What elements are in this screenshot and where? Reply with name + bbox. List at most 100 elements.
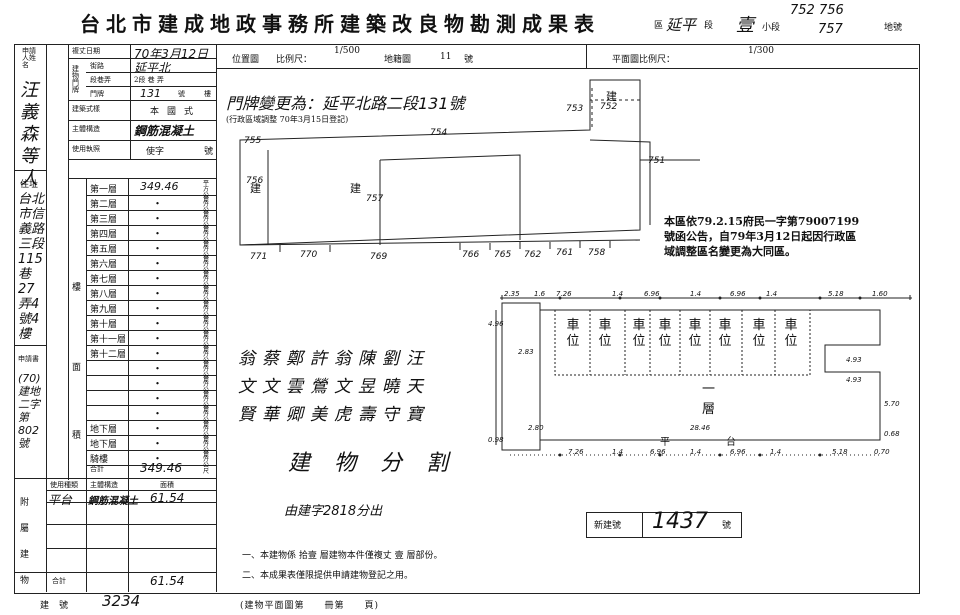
floor-row-line [86, 450, 216, 451]
floor-row-line [86, 210, 216, 211]
floor-row-line [86, 255, 216, 256]
plan-ref: (建物平面圖第 冊第 頁) [240, 601, 380, 611]
floor-row-line [86, 300, 216, 301]
plan-dimension: 6.96 [730, 448, 746, 456]
floor-row-line [86, 330, 216, 331]
plan-dimension: 5.18 [832, 448, 848, 456]
floor-area-unit: 平方公尺 [203, 345, 210, 370]
floor-area-unit: 平方公尺 [203, 375, 210, 400]
floor-area-unit: 平方公尺 [203, 210, 210, 235]
new-building-unit: 號 [722, 521, 732, 531]
floor-area-unit: 平方公尺 [203, 420, 210, 445]
building-mark: 建 [350, 182, 361, 195]
plan-dimension: 5.70 [884, 400, 900, 408]
structure-label: 主體構造 [72, 125, 100, 133]
parking-space-label: 車位 [598, 318, 612, 349]
plan-dimension: 1.4 [612, 448, 624, 456]
section-value: 壹 [736, 15, 754, 36]
plan-dimension: 1.4 [690, 448, 702, 456]
floor-area-unit: 平方公尺 [203, 300, 210, 325]
floor-plan-label: 一層 [702, 382, 716, 417]
floor-area-unit: 平方公尺 [203, 225, 210, 250]
floor-label: 第二層 [90, 200, 118, 210]
floor-label: 第六層 [90, 260, 118, 270]
use-label: 使用執照 [72, 145, 100, 153]
admin-adjust-note: (行政區域調整 70年3月15日登記) [226, 115, 349, 124]
floor-area-value: ・ [152, 362, 163, 375]
parking-space-label: 車位 [632, 318, 646, 349]
plan-dimension: 1.4 [766, 290, 778, 298]
floor-area-unit: 平方公尺 [203, 360, 210, 385]
floor-row-line [86, 405, 216, 406]
floor-area-value: ・ [152, 377, 163, 390]
district-value: 延平 [666, 16, 697, 34]
floor-row-line [86, 345, 216, 346]
parking-space-label: 車位 [718, 318, 732, 349]
lot-number: 752 [600, 102, 618, 112]
floor-area-unit: 平方公尺 [203, 315, 210, 340]
building-label: 建物門牌 [72, 65, 79, 94]
floor-area-value: ・ [152, 452, 163, 465]
plan-dimension: 6.96 [650, 448, 666, 456]
plan-dimension: 7.26 [568, 448, 584, 456]
plan-dimension: 4.93 [846, 356, 862, 364]
plan-dimension: 5.18 [828, 290, 844, 298]
floor-area-value: ・ [152, 302, 163, 315]
floor-label: 騎樓 [90, 455, 109, 465]
owners-row-1: 翁蔡鄭許翁陳劉汪 [238, 349, 430, 369]
floor-row-line [86, 195, 216, 196]
street-label: 街路 [90, 62, 104, 70]
floor-area-unit: 平方公尺 [203, 255, 210, 280]
plan-dimension: 7.26 [556, 290, 572, 298]
split-label: 建物分割 [288, 451, 473, 476]
building-no-value: 3234 [102, 592, 141, 610]
lot-label: 地號 [884, 23, 903, 33]
lot-number: 758 [588, 248, 606, 258]
lane-value: 2段 巷 弄 [134, 76, 164, 84]
address-label: 住址 [20, 180, 39, 190]
building-mark: 建 [606, 90, 617, 103]
annex-struct-value: 鋼筋混凝土 [88, 496, 138, 507]
lane-label: 段巷弄 [90, 76, 111, 84]
plan-dimension: 0.70 [874, 448, 890, 456]
parking-space-label: 車位 [752, 318, 766, 349]
new-building-label: 新建號 [594, 521, 622, 531]
number-label: 門牌 [90, 90, 104, 98]
lot-number: 761 [556, 248, 574, 258]
floor-label: 第九層 [90, 305, 118, 315]
location-scale-value: 1/500 [334, 46, 360, 56]
floor-area-unit: 平方公尺 [203, 270, 210, 295]
floor-area-value: ・ [152, 197, 163, 210]
plan-scale-value: 1/300 [748, 46, 774, 56]
floor-area-value: ・ [152, 407, 163, 420]
lot-number: 756 [246, 176, 264, 186]
lot-number: 762 [524, 250, 542, 260]
floor-row-line [86, 285, 216, 286]
floor-area-value: ・ [152, 317, 163, 330]
lot-number: 753 [566, 104, 584, 114]
lot-number: 770 [300, 250, 318, 260]
plan-dimension: 4.93 [846, 376, 862, 384]
location-map-unit: 號 [464, 55, 474, 65]
annex-side-label: 附屬建物 [20, 498, 30, 586]
floor-area-value: ・ [152, 437, 163, 450]
application-value: (70)建地二字第802號 [18, 372, 41, 450]
location-map-value: 11 [440, 52, 452, 62]
plan-dimension: 1.6 [534, 290, 546, 298]
survey-date-label: 複丈日期 [72, 47, 100, 55]
district-label-text: 區 [654, 21, 664, 31]
plan-dimension: 2.35 [504, 290, 520, 298]
plan-dimension: 2.80 [528, 424, 544, 432]
address-change-note: 門牌變更為：延平北路二段131號 [226, 94, 465, 113]
footnote-1: 一、本建物係 拾壹 層建物本件僅複丈 壹 層部份。 [242, 551, 443, 561]
floor-row-line [86, 240, 216, 241]
floor-area-unit: 平方公尺 [203, 435, 210, 460]
area-label: 積 [72, 431, 82, 441]
floor-label: 第三層 [90, 215, 118, 225]
annex-use-value: 平台 [48, 493, 73, 507]
floor-row-line [86, 420, 216, 421]
floor-area-unit: 平方公尺 [203, 240, 210, 265]
floor-label: 第一層 [90, 185, 118, 195]
lot-value-1: 752 756 [790, 3, 844, 18]
floor-area-unit: 平方公尺 [203, 330, 210, 355]
